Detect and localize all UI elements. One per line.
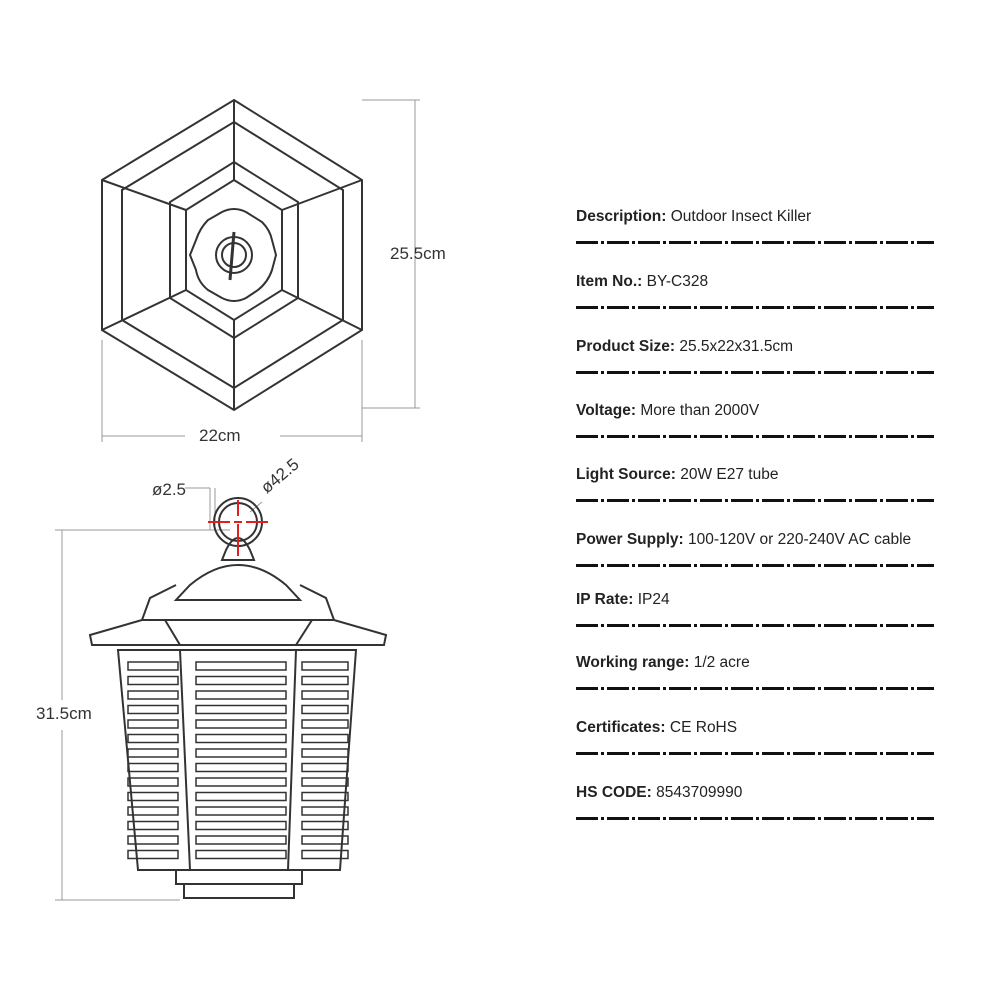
cage-slat: [127, 777, 179, 787]
spec-value: More than 2000V: [640, 402, 760, 419]
cage-slat: [127, 835, 179, 845]
cage-slat: [301, 762, 349, 773]
side-height-dimension-label: 31.5cm: [36, 704, 92, 723]
cage-slat: [301, 675, 349, 686]
spec-label: HS CODE:: [576, 784, 652, 801]
cage-slat: [301, 820, 349, 831]
cage-slat: [195, 820, 287, 831]
dashed-divider: [576, 752, 934, 755]
cage-slat: [127, 820, 179, 831]
cage-slat: [195, 835, 287, 845]
cage-slat: [127, 791, 179, 802]
spec-label: Product Size:: [576, 338, 676, 355]
dashed-divider: [576, 564, 934, 567]
dashed-divider: [576, 306, 934, 309]
cage-slat: [127, 704, 179, 715]
dashed-divider: [576, 499, 934, 502]
spec-row: Certificates: CE RoHS: [576, 719, 737, 737]
spec-value: BY-C328: [646, 273, 709, 290]
dashed-divider: [576, 624, 934, 627]
height-dimension-label: 25.5cm: [390, 244, 446, 263]
spec-row: HS CODE: 8543709990: [576, 784, 742, 802]
dashed-divider: [576, 241, 934, 244]
cage-slat: [195, 748, 287, 758]
spec-row: Item No.: BY-C328: [576, 273, 708, 291]
cage-slat: [127, 849, 179, 860]
cage-slat: [127, 719, 179, 729]
cage-slat: [127, 806, 179, 816]
cage-slat: [301, 661, 349, 671]
cage-slat: [195, 849, 287, 860]
spec-label: Working range:: [576, 654, 690, 671]
spec-label: Light Source:: [576, 466, 676, 483]
cage-slat: [127, 661, 179, 671]
cage-slat: [301, 733, 349, 744]
spec-value: 20W E27 tube: [680, 466, 779, 483]
cage-slat: [127, 675, 179, 686]
cage-slat: [301, 791, 349, 802]
spec-value: IP24: [637, 591, 670, 608]
spec-label: Certificates:: [576, 719, 666, 736]
spec-row: IP Rate: IP24: [576, 591, 670, 609]
cage-slat: [127, 762, 179, 773]
cage-slat: [301, 690, 349, 700]
cage-slat: [301, 835, 349, 845]
cage-slat: [195, 762, 287, 773]
spec-label: Description:: [576, 208, 667, 225]
spec-value: 1/2 acre: [693, 654, 750, 671]
spec-row: Light Source: 20W E27 tube: [576, 466, 778, 484]
cage-slat: [195, 675, 287, 686]
cage-slat: [301, 806, 349, 816]
spec-label: Voltage:: [576, 402, 636, 419]
spec-row: Voltage: More than 2000V: [576, 402, 759, 420]
cage-slat: [301, 849, 349, 860]
dashed-divider: [576, 817, 934, 820]
cage-slat: [195, 733, 287, 744]
dashed-divider: [576, 371, 934, 374]
spec-row: Product Size: 25.5x22x31.5cm: [576, 338, 793, 356]
spec-value: 8543709990: [656, 784, 743, 801]
spec-value: 25.5x22x31.5cm: [679, 338, 794, 355]
cage-slat: [301, 748, 349, 758]
spec-label: IP Rate:: [576, 591, 634, 608]
spec-row: Power Supply: 100-120V or 220-240V AC ca…: [576, 531, 911, 549]
cage-slat: [195, 719, 287, 729]
side-view: [88, 497, 388, 899]
cage-slat: [195, 791, 287, 802]
spec-label: Item No.:: [576, 273, 643, 290]
dashed-divider: [576, 435, 934, 438]
cage-slat: [195, 806, 287, 816]
spec-value: Outdoor Insect Killer: [670, 208, 812, 225]
spec-row: Working range: 1/2 acre: [576, 654, 750, 672]
cage-slat: [195, 704, 287, 715]
cage-slat: [195, 777, 287, 787]
hook-wire-label: ø2.5: [152, 480, 187, 499]
cage-slat: [127, 690, 179, 700]
cage-slat: [127, 748, 179, 758]
cage-slat: [301, 719, 349, 729]
cage-slat: [301, 777, 349, 787]
spec-label: Power Supply:: [576, 531, 684, 548]
dimension-lines: [55, 99, 420, 901]
width-dimension-label: 22cm: [199, 426, 241, 445]
cage-slat: [301, 704, 349, 715]
spec-row: Description: Outdoor Insect Killer: [576, 208, 811, 226]
cage-slat: [195, 661, 287, 671]
centerlines: [208, 500, 268, 556]
cage-slat: [195, 690, 287, 700]
spec-value: CE RoHS: [669, 719, 738, 736]
top-view: [101, 98, 363, 412]
spec-value: 100-120V or 220-240V AC cable: [687, 531, 912, 548]
dashed-divider: [576, 687, 934, 690]
cage-slat: [127, 733, 179, 744]
